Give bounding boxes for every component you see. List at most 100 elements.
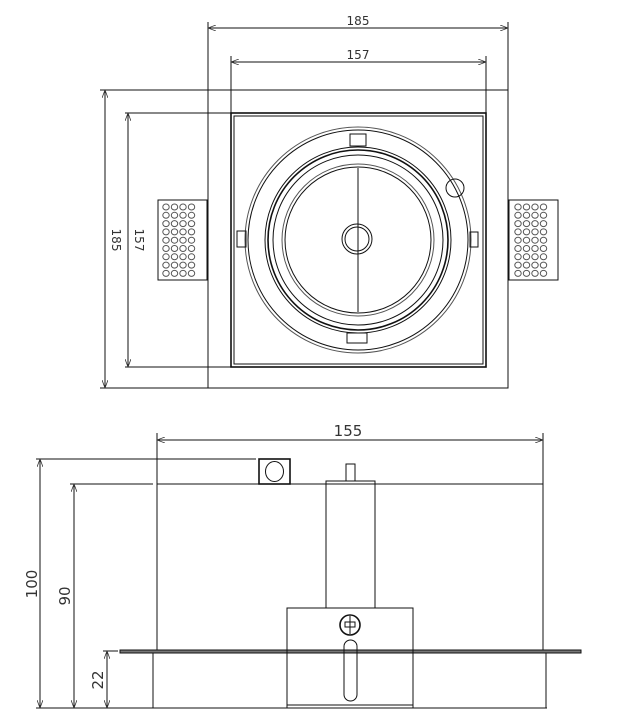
vent-hole	[514, 245, 522, 252]
vent-hole	[187, 211, 196, 219]
dimension-label: 157	[347, 48, 370, 62]
vent-hole	[162, 211, 170, 219]
vent-hole	[187, 261, 196, 269]
vent-hole	[522, 253, 531, 261]
dimension-body-height: 90	[56, 483, 153, 708]
vent-hole	[522, 269, 531, 277]
vent-hole	[162, 253, 170, 261]
lamp-ring	[236, 126, 479, 354]
vent-hole	[531, 228, 539, 236]
right-spring-clip	[508, 199, 559, 281]
dimension-label: 90	[56, 586, 74, 605]
vent-hole	[514, 253, 522, 261]
vent-hole	[531, 236, 539, 244]
vent-hole	[187, 253, 196, 261]
vent-hole	[539, 220, 548, 228]
vent-hole	[179, 236, 187, 244]
vent-hole	[539, 203, 548, 211]
vent-hole	[170, 220, 179, 228]
vent-hole	[170, 236, 179, 244]
vent-hole	[162, 203, 170, 211]
vent-hole	[179, 228, 187, 236]
vent-hole	[531, 203, 539, 211]
vent-hole	[539, 261, 548, 269]
vent-hole	[179, 211, 187, 219]
vent-hole	[531, 269, 539, 277]
vent-hole	[162, 261, 170, 269]
vent-hole	[531, 245, 539, 252]
vent-hole	[531, 211, 539, 219]
vent-hole	[179, 220, 187, 228]
mounting-bracket	[286, 607, 414, 709]
dimension-label: 22	[89, 670, 107, 689]
vent-hole	[539, 253, 548, 261]
vent-hole	[179, 261, 187, 269]
vent-hole	[187, 228, 196, 236]
vent-hole	[187, 220, 196, 228]
vent-hole	[162, 220, 170, 228]
vent-hole	[179, 269, 187, 277]
dimension-lower-height: 22	[89, 650, 118, 708]
vent-hole	[162, 236, 170, 244]
vent-hole	[179, 203, 187, 211]
dimension-total-height: 100	[23, 458, 256, 708]
inner-frame	[230, 112, 487, 368]
vent-hole	[187, 236, 196, 244]
vent-hole	[514, 220, 522, 228]
dimension-label: 185	[347, 14, 370, 28]
vent-hole	[514, 261, 522, 269]
vent-hole	[170, 211, 179, 219]
vent-hole	[522, 203, 531, 211]
vent-hole	[539, 228, 548, 236]
vent-hole	[170, 269, 179, 277]
adjust-knob	[258, 458, 291, 485]
vent-hole	[187, 203, 196, 211]
dimension-width-outer: 185	[207, 14, 509, 90]
dimension-height-outer: 185	[100, 89, 208, 389]
vent-hole	[531, 261, 539, 269]
vent-hole	[522, 228, 531, 236]
vent-hole	[514, 236, 522, 244]
vent-hole	[531, 253, 539, 261]
vent-hole	[522, 245, 531, 252]
vent-hole	[187, 245, 196, 252]
vent-hole	[170, 228, 179, 236]
center-column	[325, 480, 376, 609]
vent-hole	[162, 228, 170, 236]
vent-hole	[179, 253, 187, 261]
left-spring-clip	[157, 199, 208, 281]
vent-hole	[522, 220, 531, 228]
vent-hole	[522, 261, 531, 269]
vent-hole	[539, 245, 548, 252]
screw-icon	[339, 614, 361, 636]
vent-hole	[162, 245, 170, 252]
dimension-width: 155	[156, 422, 544, 495]
dimension-label: 157	[132, 229, 146, 252]
dimension-width-inner: 157	[230, 48, 487, 113]
vent-hole	[514, 203, 522, 211]
vent-hole	[514, 269, 522, 277]
vent-hole	[539, 211, 548, 219]
dimension-height-inner: 157	[125, 112, 231, 368]
vent-hole	[539, 236, 548, 244]
vent-hole	[170, 261, 179, 269]
adjust-screw-icon	[445, 178, 465, 198]
side-view: 155 100 90 22	[23, 422, 582, 709]
dimension-label: 100	[23, 570, 41, 599]
vent-hole	[170, 245, 179, 252]
vent-hole	[514, 228, 522, 236]
vent-hole	[514, 211, 522, 219]
vent-hole	[522, 211, 531, 219]
adjustment-slot	[343, 639, 358, 702]
vent-hole	[179, 245, 187, 252]
outer-frame	[207, 89, 509, 389]
top-view: 185 157 185 157	[100, 14, 559, 389]
dimension-label: 155	[334, 422, 363, 440]
vent-hole	[170, 203, 179, 211]
vent-hole	[170, 253, 179, 261]
flange	[119, 649, 582, 654]
dimension-label: 185	[109, 229, 123, 252]
vent-hole	[162, 269, 170, 277]
